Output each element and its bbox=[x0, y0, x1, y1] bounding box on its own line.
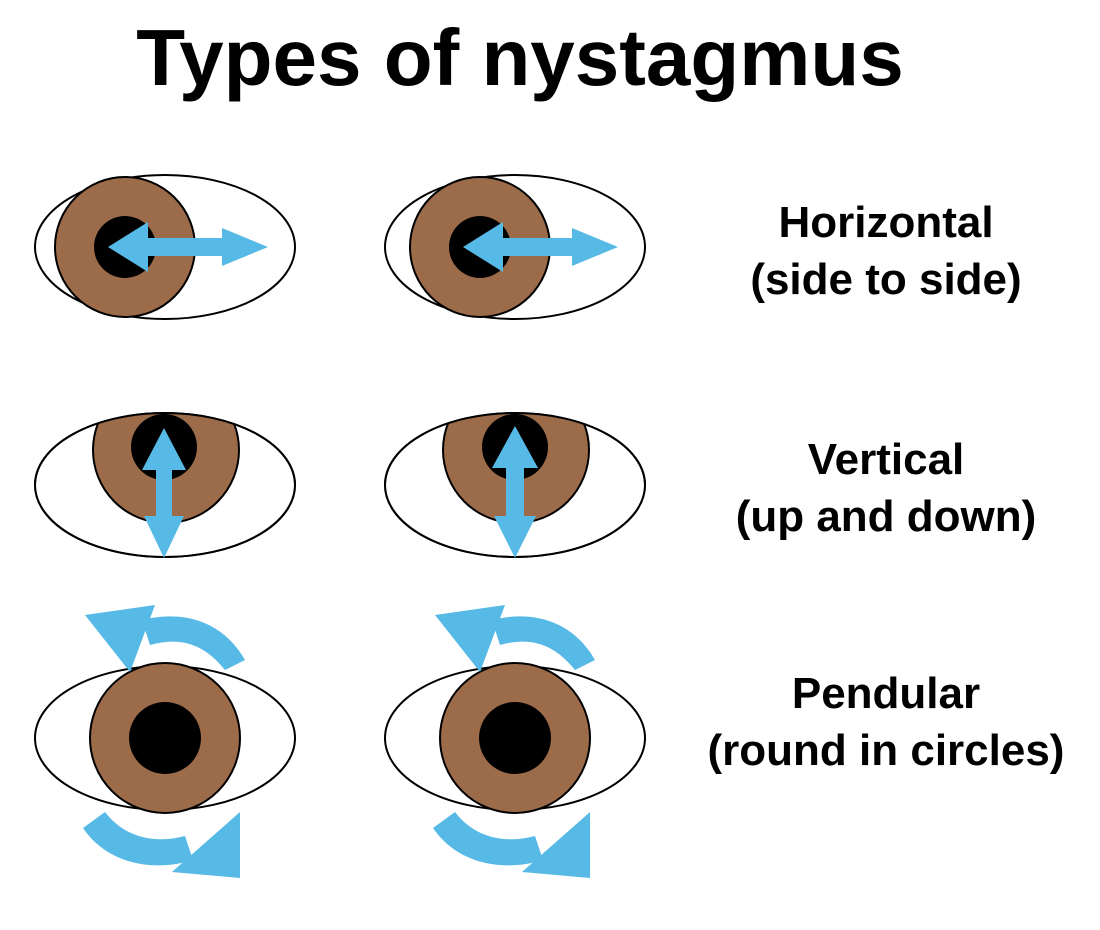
pendular-label: Pendular (round in circles) bbox=[676, 665, 1096, 779]
pendular-name: Pendular bbox=[791, 669, 981, 718]
circular-arrows-icon bbox=[433, 605, 595, 878]
horizontal-arrow-icon bbox=[463, 222, 618, 272]
vertical-description: (up and down) bbox=[735, 492, 1037, 541]
vertical-arrow-icon bbox=[142, 428, 186, 558]
horizontal-arrow-icon bbox=[108, 222, 268, 272]
pendular-description: (round in circles) bbox=[707, 726, 1065, 775]
diagram-title: Types of nystagmus bbox=[136, 13, 904, 102]
circular-arrows-icon bbox=[83, 605, 245, 878]
vertical-arrow-icon bbox=[492, 426, 538, 558]
horizontal-name: Horizontal bbox=[778, 198, 994, 247]
vertical-label: Vertical (up and down) bbox=[676, 431, 1096, 545]
horizontal-eye-left bbox=[34, 174, 296, 320]
horizontal-label: Horizontal (side to side) bbox=[676, 194, 1096, 308]
pendular-eye-left bbox=[34, 605, 296, 878]
vertical-eye-left bbox=[34, 412, 296, 558]
vertical-name: Vertical bbox=[807, 435, 965, 484]
vertical-eye-right bbox=[384, 412, 646, 558]
pendular-eye-right bbox=[384, 605, 646, 878]
horizontal-description: (side to side) bbox=[750, 255, 1022, 304]
horizontal-eye-right bbox=[384, 174, 646, 320]
